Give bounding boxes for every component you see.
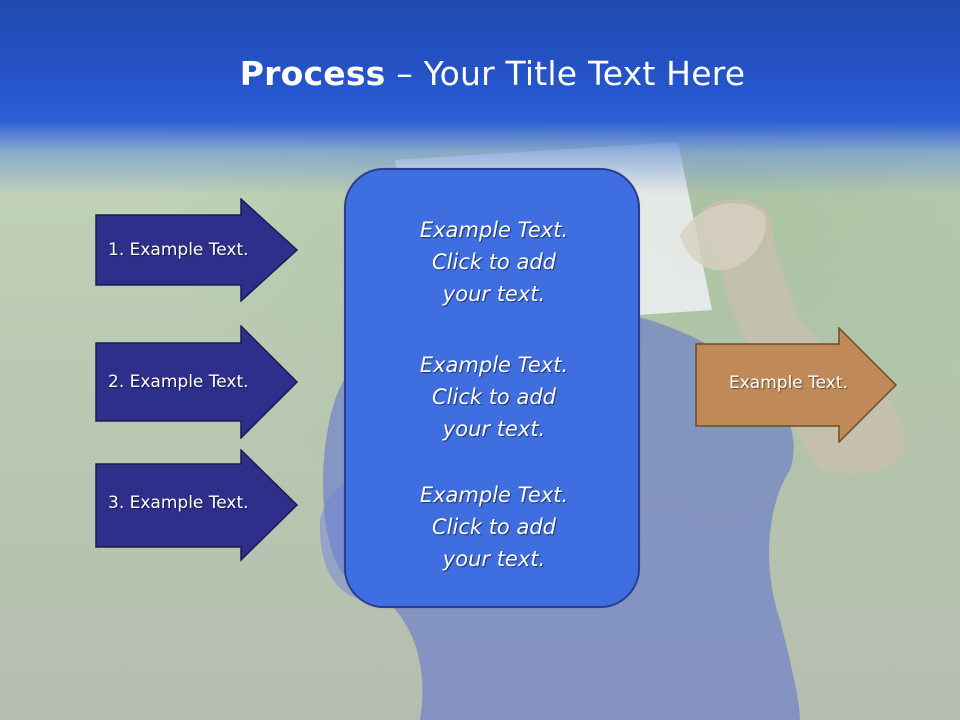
process-arrow-3[interactable]: 3. Example Text. bbox=[95, 449, 300, 563]
process-arrow-1[interactable]: 1. Example Text. bbox=[95, 198, 300, 302]
title-bar bbox=[0, 0, 960, 195]
center-text-block-2: Example Text. Click to add your text. bbox=[419, 353, 569, 441]
center-text-block-1: Example Text. Click to add your text. bbox=[419, 218, 569, 306]
arrow-label: Example Text. bbox=[729, 373, 848, 393]
arrow-shape bbox=[95, 325, 299, 439]
result-arrow[interactable]: Example Text. bbox=[695, 327, 900, 443]
arrow-shape bbox=[95, 449, 299, 562]
arrow-label: 1. Example Text. bbox=[108, 240, 249, 260]
center-text-box[interactable]: Example Text. Click to add your text. Ex… bbox=[344, 168, 640, 608]
hand bbox=[680, 203, 766, 271]
arrow-label: 3. Example Text. bbox=[108, 493, 249, 513]
title-bold: Process bbox=[239, 54, 386, 93]
title-rest: – Your Title Text Here bbox=[385, 54, 746, 93]
arrow-label: 2. Example Text. bbox=[108, 372, 249, 392]
arrow-shape bbox=[95, 198, 299, 302]
arrow-shape bbox=[695, 327, 898, 443]
slide-title[interactable]: Process – Your Title Text Here bbox=[0, 52, 960, 96]
center-text-block-3: Example Text. Click to add your text. bbox=[419, 483, 569, 571]
process-arrow-2[interactable]: 2. Example Text. bbox=[95, 325, 300, 439]
